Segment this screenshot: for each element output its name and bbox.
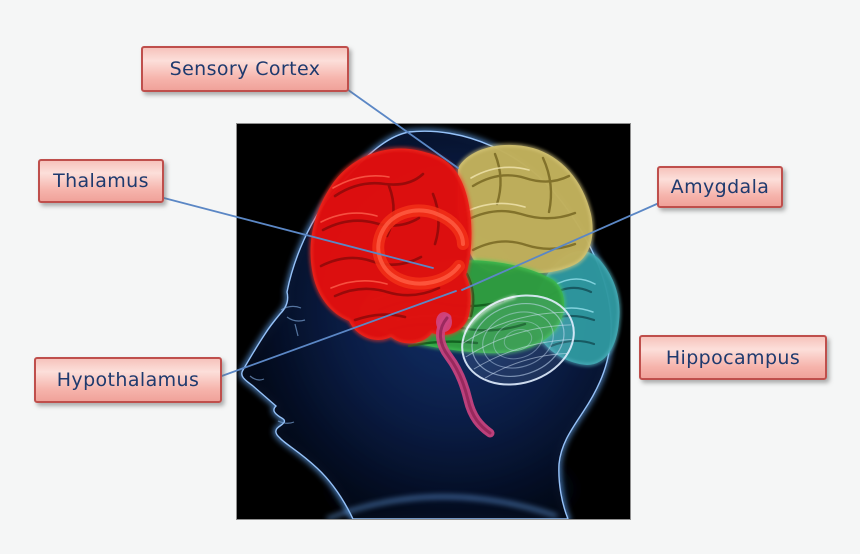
label-thalamus: Thalamus (38, 159, 164, 203)
brain-illustration (237, 124, 630, 519)
label-hippocampus-text: Hippocampus (665, 346, 801, 369)
cerebellum-wireframe (461, 294, 575, 386)
brain-figure (236, 123, 631, 520)
label-sensory-cortex-text: Sensory Cortex (169, 58, 321, 80)
label-amygdala-text: Amygdala (670, 176, 770, 198)
label-hypothalamus: Hypothalamus (34, 357, 222, 403)
label-hippocampus: Hippocampus (639, 335, 827, 380)
label-thalamus-text: Thalamus (53, 170, 149, 192)
label-sensory-cortex: Sensory Cortex (141, 46, 349, 92)
label-amygdala: Amygdala (657, 166, 783, 208)
label-hypothalamus-text: Hypothalamus (56, 369, 200, 391)
